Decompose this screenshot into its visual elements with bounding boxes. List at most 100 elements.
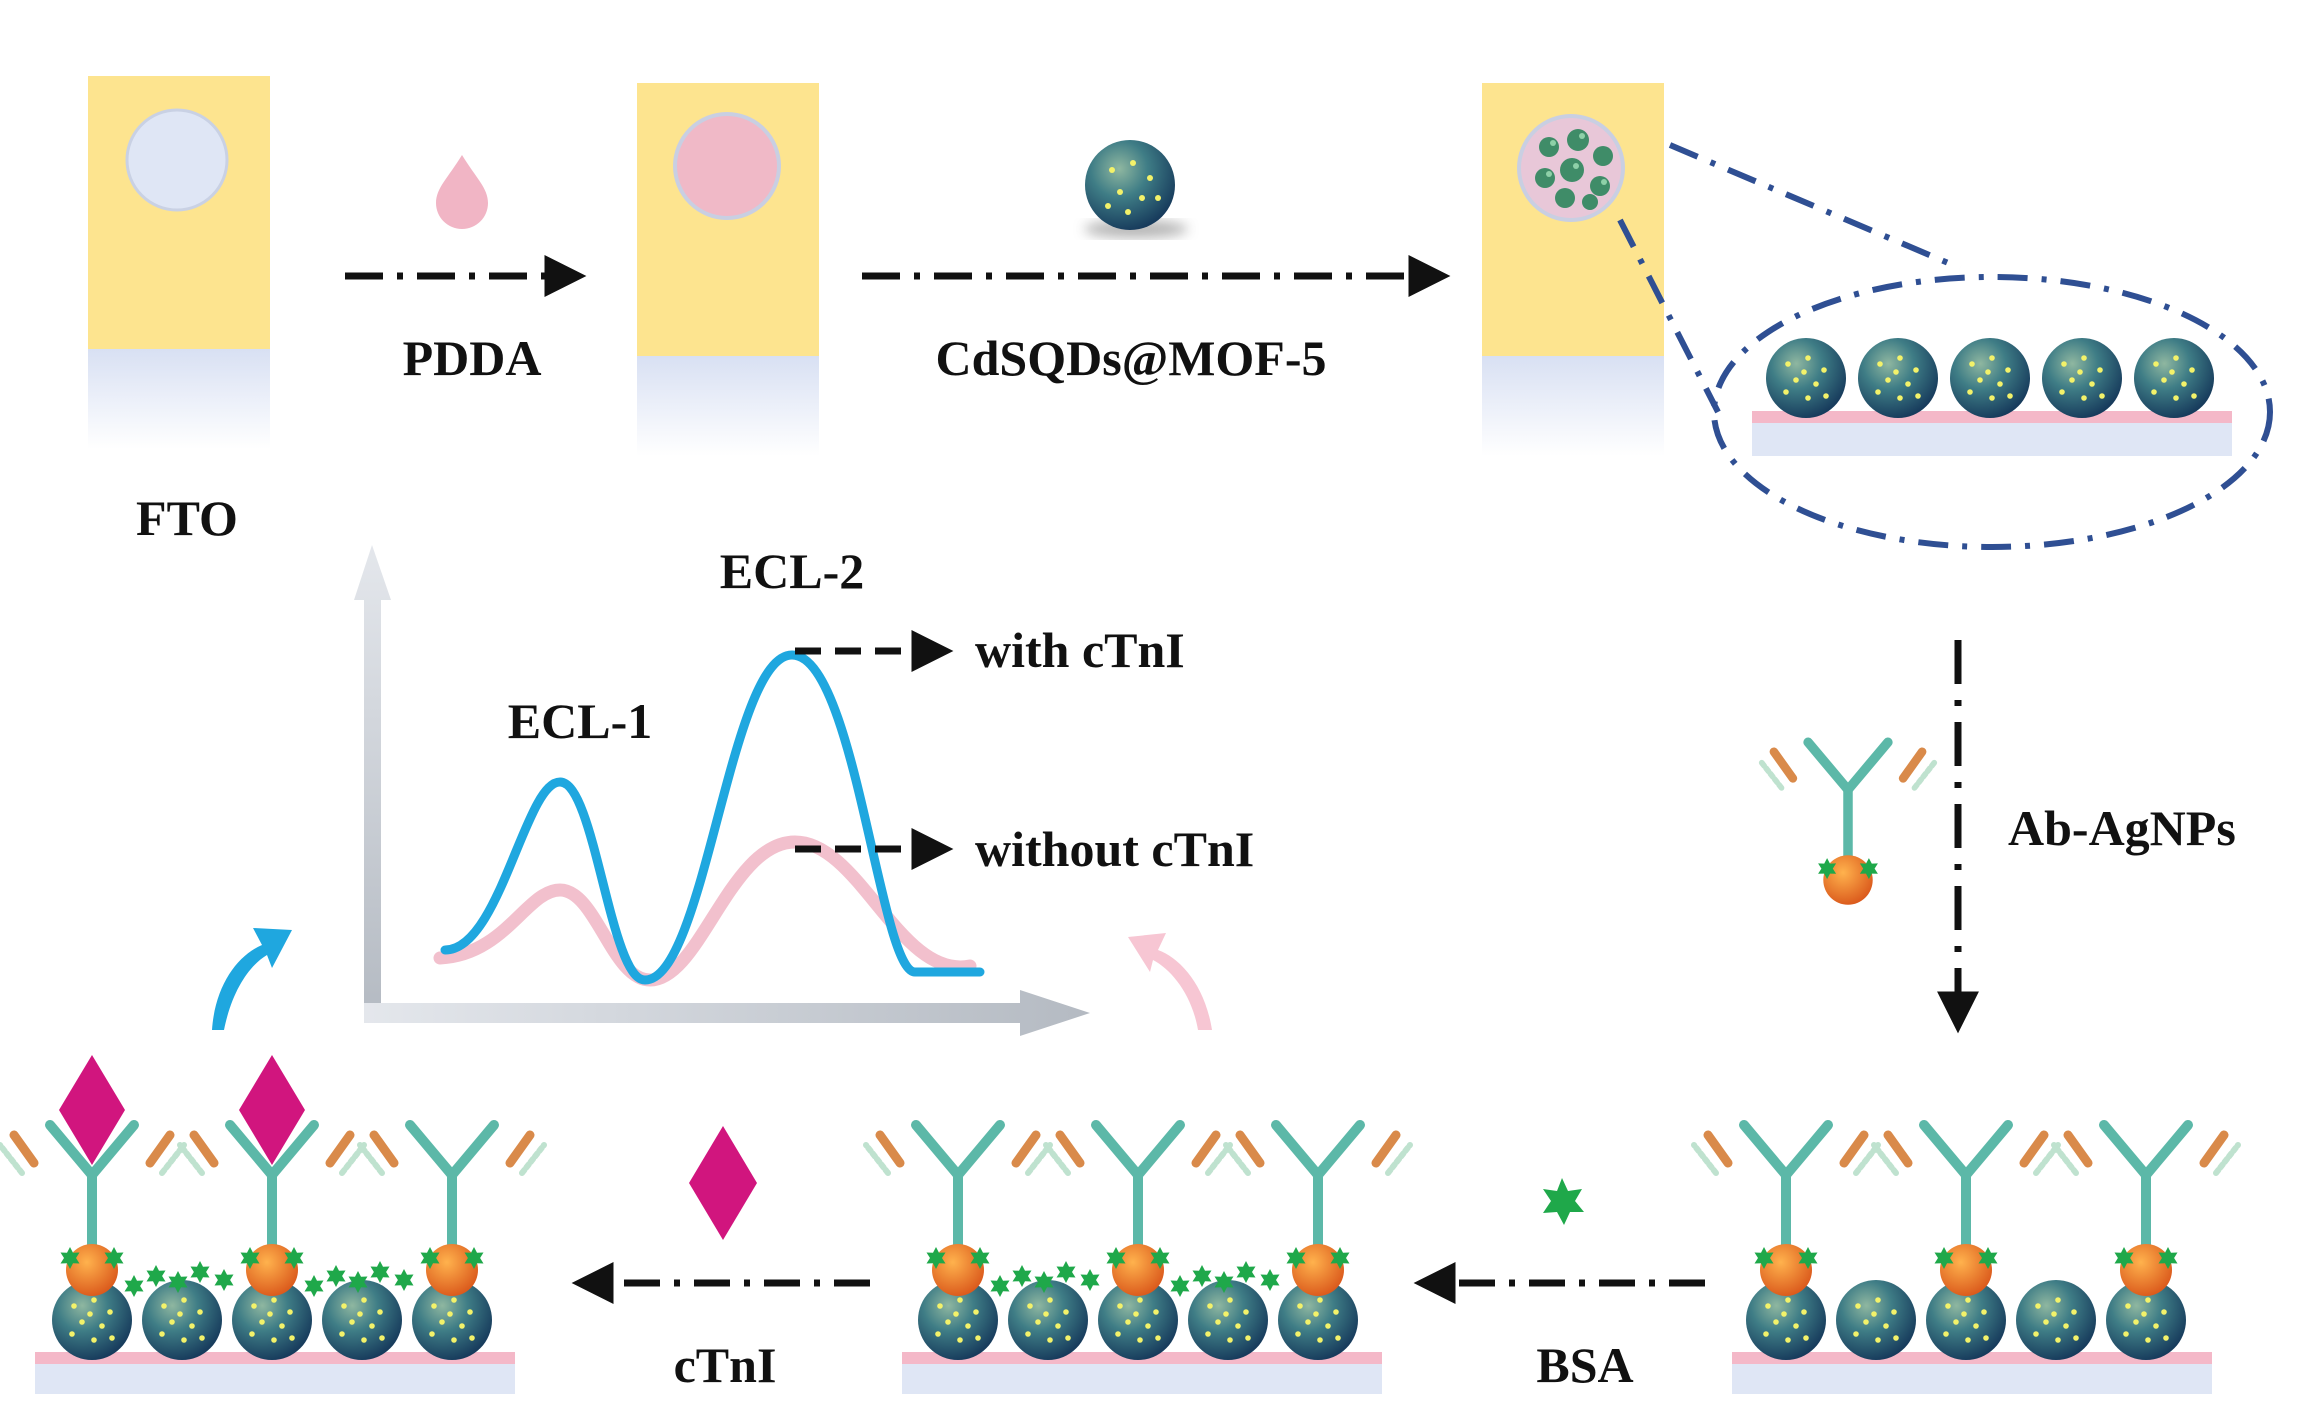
label-ab-agnps: Ab-AgNPs — [2008, 800, 2236, 856]
label-bsa: BSA — [1536, 1337, 1633, 1393]
assembly-step-bsa — [863, 1120, 1413, 1394]
cdsqds-sphere-icon — [1084, 140, 1188, 238]
antibody-agnp — [863, 1120, 1053, 1296]
bsa-star — [1192, 1265, 1212, 1287]
assembly-step-ctni — [0, 1055, 547, 1394]
label-ecl-2: ECL-2 — [720, 543, 864, 599]
bsa-star — [1798, 1247, 1818, 1269]
qd-sphere — [232, 1280, 312, 1360]
bsa-star — [1106, 1247, 1126, 1269]
zoom-ellipse — [1711, 274, 2273, 550]
antibody-agnp — [1691, 1120, 1881, 1296]
zoom-substrate — [1752, 411, 2232, 456]
bsa-star — [214, 1269, 234, 1291]
label-fto: FTO — [136, 490, 238, 546]
ctni-diamond-icon — [689, 1126, 757, 1240]
label-ctni: cTnI — [674, 1337, 777, 1393]
qd-sphere — [1098, 1280, 1178, 1360]
qd-sphere — [412, 1280, 492, 1360]
label-without-ctni: without cTnI — [975, 821, 1254, 877]
bsa-star — [1214, 1271, 1234, 1293]
label-cdsqds: CdSQDs@MOF-5 — [936, 330, 1327, 386]
antibody-agnp — [177, 1120, 367, 1296]
zoom-qd-spheres — [1766, 338, 2214, 418]
label-with-ctni: with cTnI — [975, 622, 1185, 678]
qd-sphere — [2106, 1280, 2186, 1360]
bsa-star — [970, 1247, 990, 1269]
qd-sphere — [2016, 1280, 2096, 1360]
bsa-star — [146, 1265, 166, 1287]
bsa-star — [420, 1247, 440, 1269]
qd-sphere — [322, 1280, 402, 1360]
bsa-star — [370, 1261, 390, 1283]
bsa-star — [1080, 1269, 1100, 1291]
bsa-star — [1286, 1247, 1306, 1269]
ctni-bound-diamond — [239, 1055, 305, 1165]
electrode-fto — [88, 76, 270, 449]
bsa-star — [1056, 1261, 1076, 1283]
bsa-star — [190, 1261, 210, 1283]
bsa-star-icon — [1543, 1178, 1584, 1225]
bsa-star — [284, 1247, 304, 1269]
bsa-star — [1034, 1271, 1054, 1293]
bsa-star — [990, 1275, 1010, 1297]
bsa-star — [464, 1247, 484, 1269]
qd-sphere — [1836, 1280, 1916, 1360]
antibody-agnp — [0, 1120, 187, 1296]
ab-agnp-icon — [1757, 737, 1939, 905]
bsa-star — [240, 1247, 260, 1269]
bsa-star — [394, 1269, 414, 1291]
qd-sphere — [1278, 1280, 1358, 1360]
electrode-pdda — [637, 83, 819, 456]
bsa-star — [1754, 1247, 1774, 1269]
curve-with-ctni — [440, 650, 985, 985]
ecl-x-axis — [364, 990, 1090, 1036]
bsa-star — [60, 1247, 80, 1269]
bsa-star — [2114, 1247, 2134, 1269]
bsa-star — [304, 1275, 324, 1297]
qd-sphere — [1188, 1280, 1268, 1360]
qd-sphere — [1858, 338, 1938, 418]
label-ecl-1: ECL-1 — [508, 693, 652, 749]
bsa-star — [1236, 1261, 1256, 1283]
qd-sphere — [52, 1280, 132, 1360]
bsa-star — [1859, 858, 1878, 880]
bsa-star — [2158, 1247, 2178, 1269]
ecl-y-axis — [354, 545, 391, 1020]
curved-arrow-pink-icon — [1128, 933, 1212, 1030]
ctni-bound-diamond — [59, 1055, 125, 1165]
antibody-agnp — [1757, 737, 1939, 905]
substrate-base — [35, 1362, 515, 1394]
antibody-agnp — [1223, 1120, 1413, 1296]
bsa-star — [1818, 858, 1837, 880]
bsa-star — [348, 1271, 368, 1293]
bsa-star — [1978, 1247, 1998, 1269]
antibody-agnp — [2051, 1120, 2241, 1296]
qd-sphere — [2042, 338, 2122, 418]
antibody-agnp — [1043, 1120, 1233, 1296]
bsa-star — [1330, 1247, 1350, 1269]
qd-sphere — [2134, 338, 2214, 418]
substrate-base — [1732, 1362, 2212, 1394]
qd-sphere — [1746, 1280, 1826, 1360]
curve-without-ctni — [433, 835, 977, 987]
label-pdda: PDDA — [403, 330, 542, 386]
bsa-star — [326, 1265, 346, 1287]
substrate-base — [902, 1362, 1382, 1394]
qd-sphere — [1008, 1280, 1088, 1360]
bsa-star — [1260, 1269, 1280, 1291]
bsa-star — [1150, 1247, 1170, 1269]
antibody-agnp — [1871, 1120, 2061, 1296]
pdda-droplet-icon — [436, 155, 488, 229]
curved-arrow-blue-icon — [212, 928, 292, 1030]
zoom-line-top — [1668, 142, 1962, 271]
bsa-star — [1012, 1265, 1032, 1287]
bsa-star — [124, 1275, 144, 1297]
electrode-cdsqds — [1482, 83, 1664, 456]
qd-sphere — [142, 1280, 222, 1360]
bsa-star — [104, 1247, 124, 1269]
qd-sphere — [1766, 338, 1846, 418]
bsa-star — [168, 1271, 188, 1293]
qd-sphere — [1950, 338, 2030, 418]
